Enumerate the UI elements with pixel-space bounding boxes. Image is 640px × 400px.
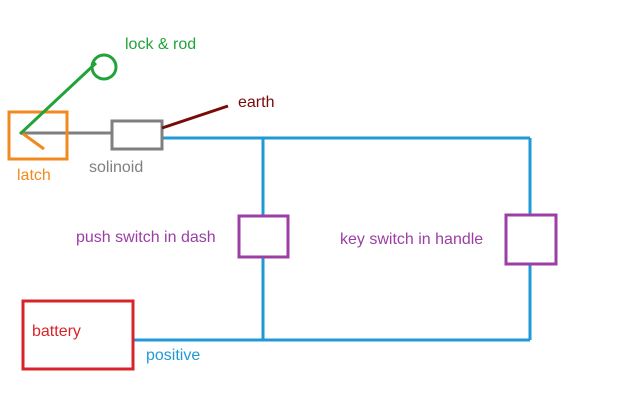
- latch-box: [7, 110, 69, 161]
- solenoid-box: [110, 119, 164, 151]
- battery-box: [21, 299, 135, 371]
- lock-circle: [90, 53, 118, 81]
- positive-wiring: [133, 136, 532, 342]
- key-switch: [504, 213, 558, 266]
- earth-label: earth: [238, 94, 275, 111]
- key-switch-label: key switch in handle: [340, 231, 484, 248]
- lock-rod-line: [18, 61, 98, 136]
- solenoid-label: solinoid: [89, 159, 144, 176]
- battery-label: battery: [32, 323, 81, 340]
- push-switch: [237, 214, 290, 259]
- latch-label: latch: [17, 167, 51, 184]
- latch-arm: [21, 131, 45, 151]
- push-switch-label: push switch in dash: [76, 229, 216, 246]
- lock-rod-label: lock & rod: [125, 36, 197, 53]
- earth-wire: [161, 104, 229, 130]
- positive-label: positive: [146, 347, 201, 364]
